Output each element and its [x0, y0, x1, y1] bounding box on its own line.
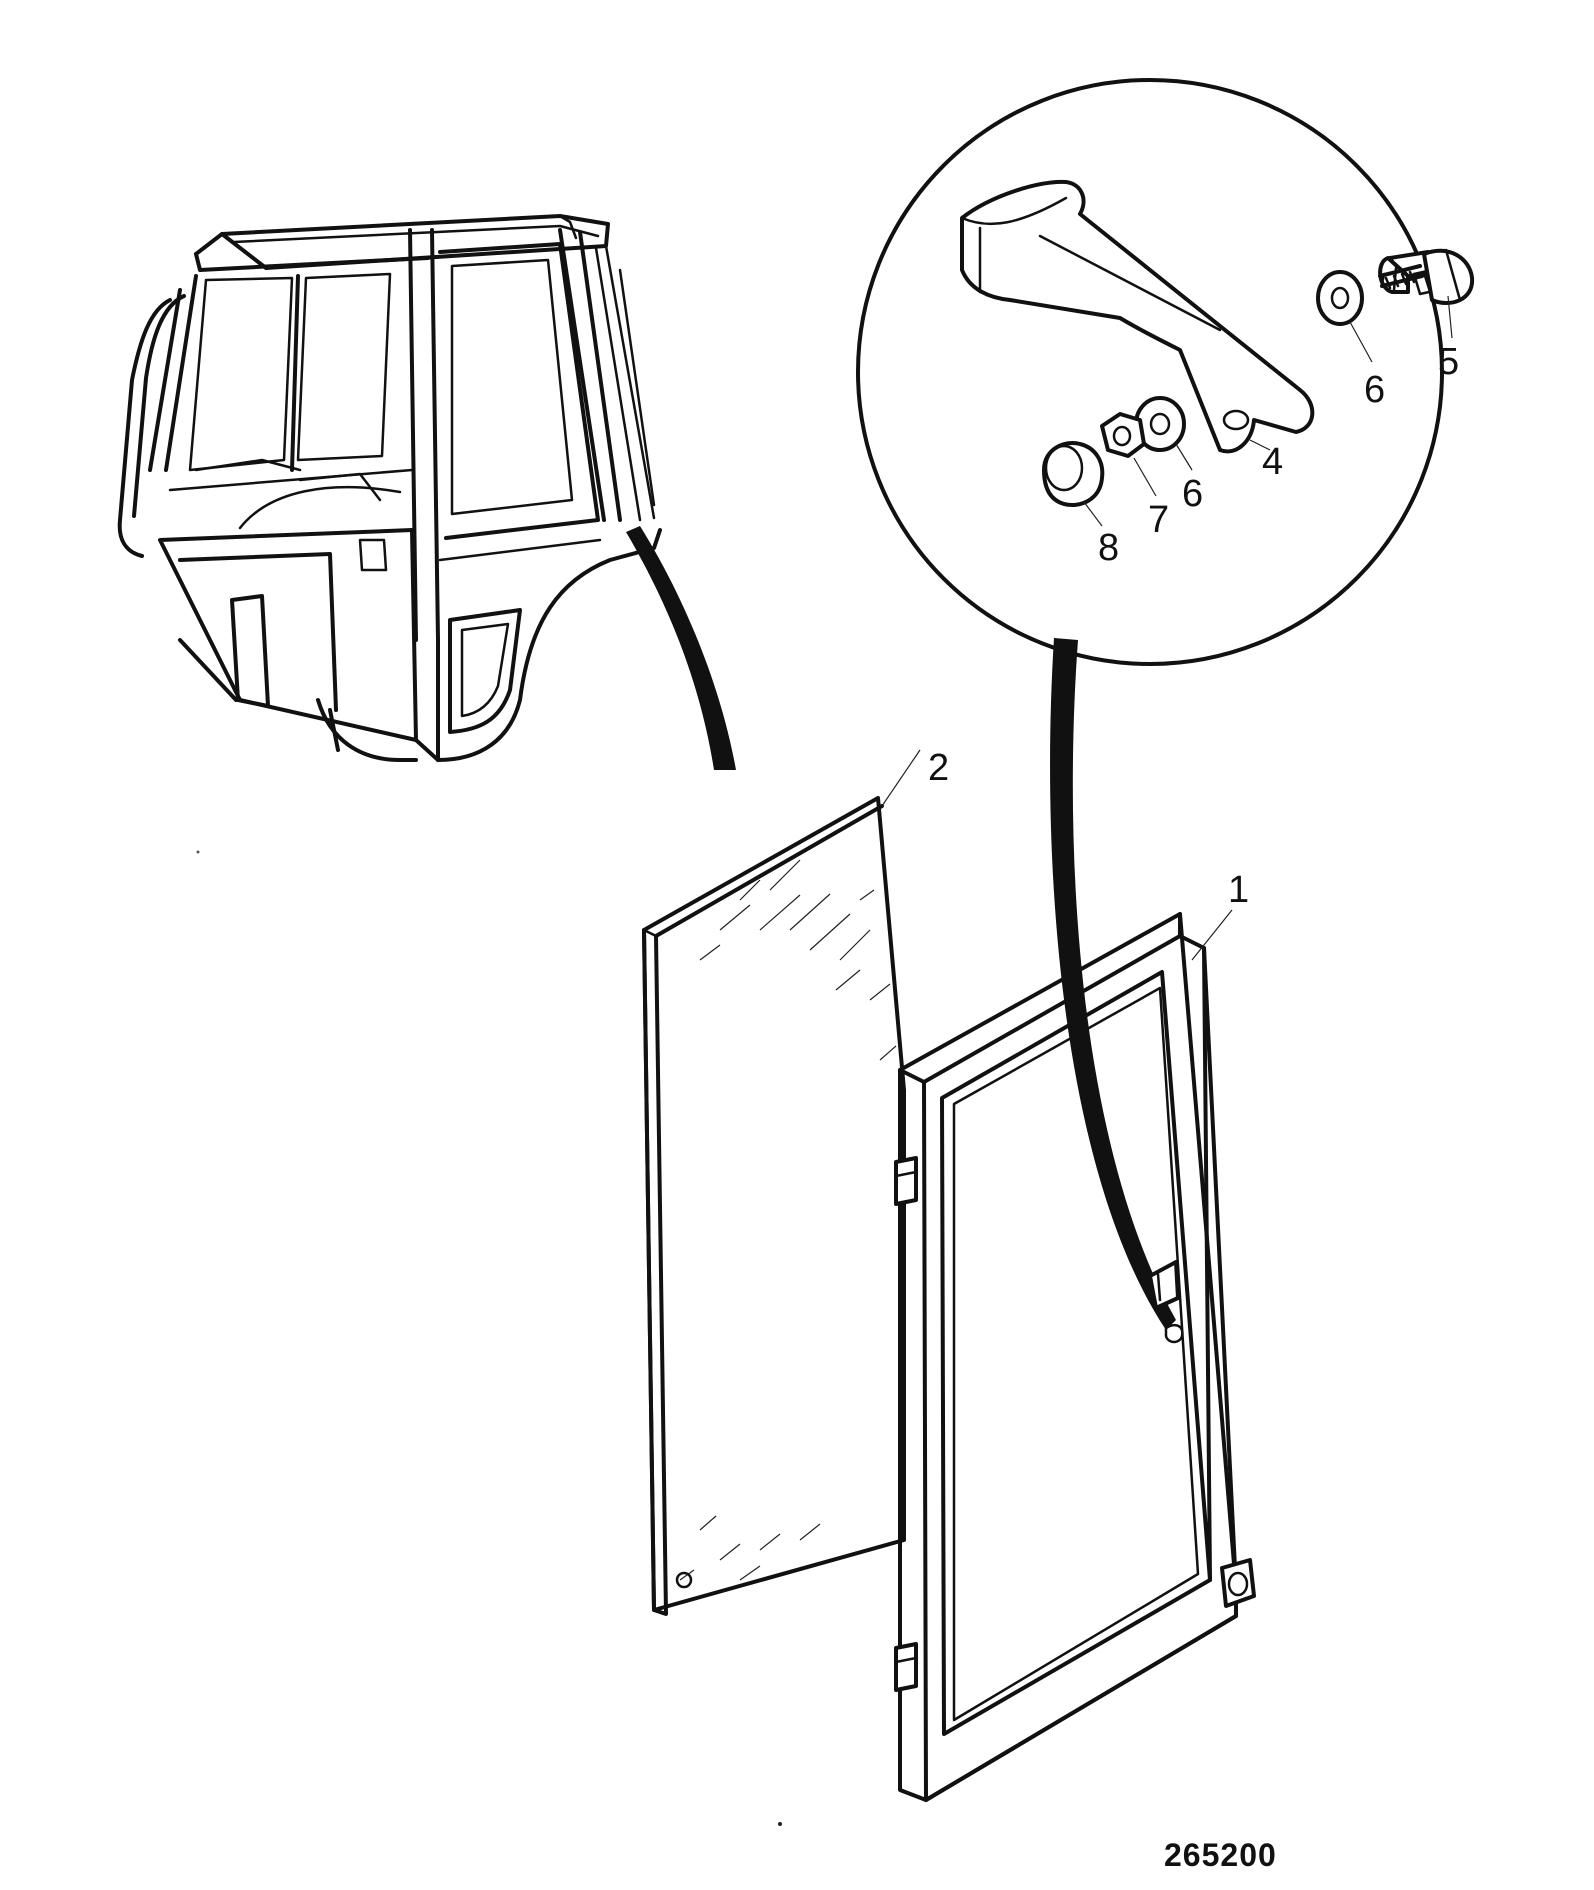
detail-leader — [1050, 638, 1176, 1330]
detail-inset: 5 6 4 6 7 8 — [856, 78, 1475, 1330]
cap — [1042, 441, 1105, 507]
callout-frame: 1 — [1228, 869, 1249, 911]
glass-panel: 2 — [642, 747, 949, 1616]
washer-upper — [1316, 270, 1364, 326]
door-stay-bracket — [960, 179, 1315, 454]
door-frame: 1 — [894, 869, 1256, 1802]
nut — [1100, 412, 1146, 458]
callout-cap: 8 — [1098, 527, 1119, 569]
callout-washer-upper: 6 — [1364, 369, 1385, 411]
drawing-number: 265200 — [1164, 1837, 1277, 1873]
detail-circle — [856, 78, 1444, 666]
callout-bracket: 4 — [1262, 441, 1283, 483]
cab-illustration — [117, 214, 736, 770]
callout-washer-lower: 6 — [1182, 473, 1203, 515]
callout-bolt: 5 — [1438, 341, 1459, 383]
callout-glass: 2 — [928, 747, 949, 789]
callout-nut: 7 — [1148, 499, 1169, 541]
bolt — [1378, 248, 1475, 305]
